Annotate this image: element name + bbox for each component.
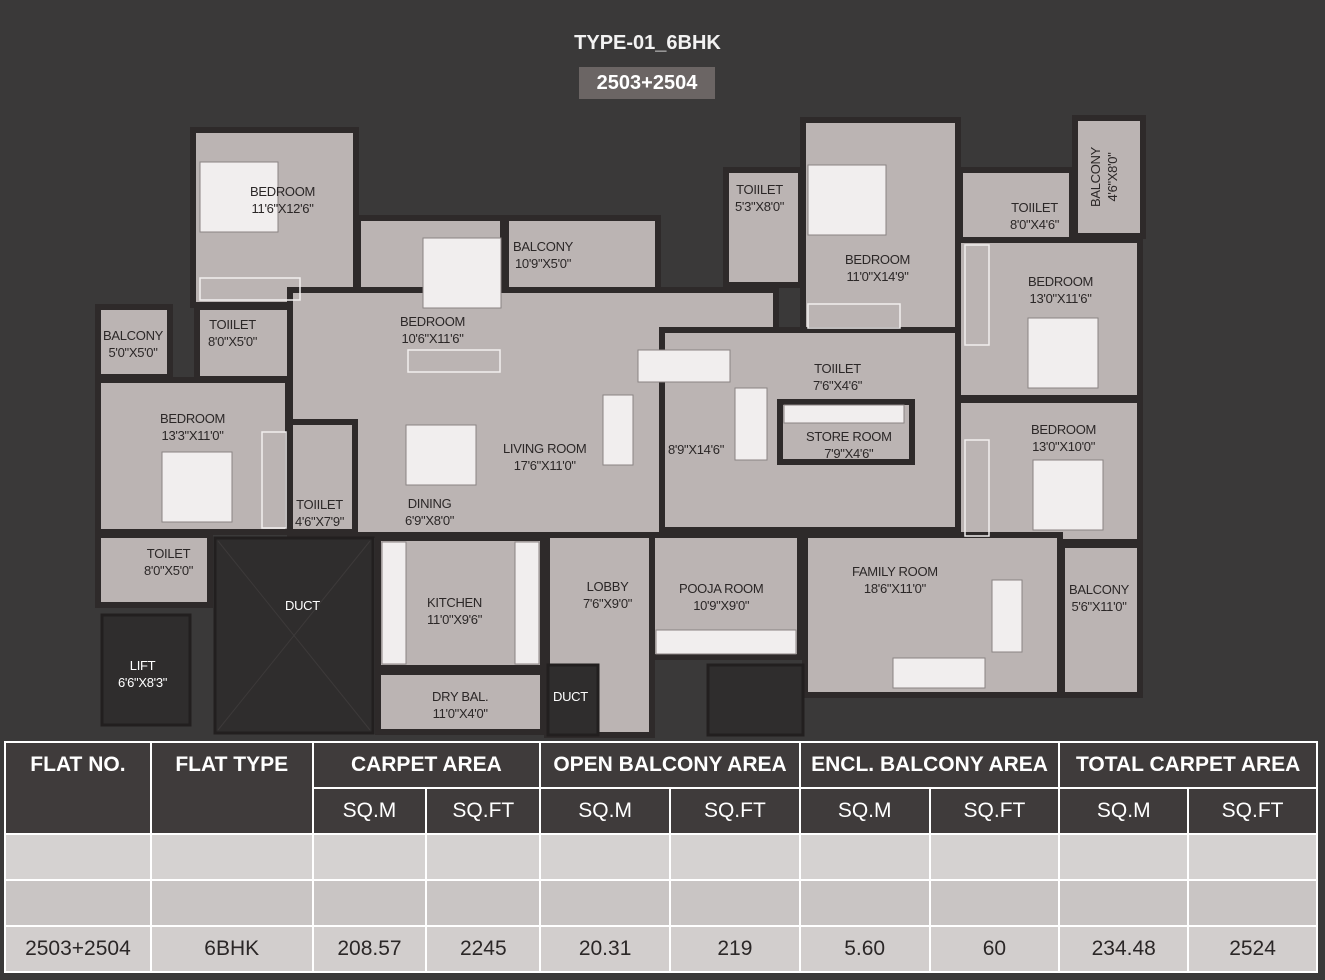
balcony-b-floor <box>1072 115 1146 239</box>
toilet-f-floor <box>95 532 213 608</box>
header-carpet-sqft: SQ.FT <box>425 787 542 835</box>
sofa-c <box>734 387 768 461</box>
balcony-a-floor <box>503 215 661 293</box>
header-flat-type: FLAT TYPE <box>149 741 314 835</box>
wardrobe-c <box>807 303 901 329</box>
bed-f <box>1032 459 1104 531</box>
wardrobe-b <box>407 349 501 373</box>
header-carpet-area: CARPET AREA <box>311 741 542 789</box>
sofa-b <box>892 657 986 689</box>
wardrobe-e <box>261 431 287 529</box>
cell-open-sqm: 20.31 <box>539 925 671 973</box>
room-lounge: 8'9"X14'6" <box>668 442 725 457</box>
floor-plan <box>95 115 1146 738</box>
dry-balcony-floor <box>375 669 546 735</box>
header-carpet-sqm: SQ.M <box>311 787 428 835</box>
lift-shaft <box>100 613 192 727</box>
unit-number-badge: 2503+2504 <box>579 67 715 99</box>
kitchen-counter <box>381 541 407 665</box>
cell-carpet-sqm: 208.57 <box>311 925 428 973</box>
area-table: FLAT NO. FLAT TYPE CARPET AREA OPEN BALC… <box>4 741 1318 980</box>
header-encl-balcony-area: ENCL. BALCONY AREA <box>798 741 1061 789</box>
room-dry-balcony: DRY BAL.11'0"X4'0" <box>432 689 489 721</box>
duct-cross-lines <box>217 540 371 731</box>
wardrobe-a <box>199 277 301 301</box>
sofa-d <box>602 394 634 466</box>
table-row: 2503+2504 6BHK 208.57 2245 20.31 219 5.6… <box>4 925 1318 973</box>
cell-total-sqm: 234.48 <box>1058 925 1190 973</box>
store-shelf <box>783 404 905 424</box>
cell-encl-sqm: 5.60 <box>798 925 931 973</box>
cell-encl-sqft: 60 <box>928 925 1061 973</box>
sofa-a <box>637 349 731 383</box>
header-total-sqm: SQ.M <box>1058 787 1190 835</box>
cell-total-sqft: 2524 <box>1187 925 1318 973</box>
stair-block <box>706 663 805 737</box>
wardrobe-f <box>964 439 990 537</box>
header-open-balcony-area: OPEN BALCONY AREA <box>539 741 801 789</box>
header-total-sqft: SQ.FT <box>1187 787 1318 835</box>
header-open-sqm: SQ.M <box>539 787 671 835</box>
cell-carpet-sqft: 2245 <box>425 925 542 973</box>
header-encl-sqft: SQ.FT <box>928 787 1061 835</box>
wardrobes <box>199 244 990 537</box>
cell-flat-type: 6BHK <box>149 925 314 973</box>
room-duct-2: DUCT <box>553 689 588 704</box>
kitchen-counter-2 <box>514 541 540 665</box>
pooja-counter <box>655 629 797 655</box>
table-row-blank <box>4 833 1318 881</box>
small-duct-shaft <box>546 663 600 737</box>
cell-flat-no: 2503+2504 <box>4 925 152 973</box>
bed-e <box>161 451 233 523</box>
room-duct-1: DUCT <box>285 598 320 613</box>
header-open-sqft: SQ.FT <box>669 787 801 835</box>
toilet-e-floor <box>287 419 358 535</box>
table-row-blank <box>4 879 1318 927</box>
bed-b <box>422 237 502 309</box>
balcony-d-floor <box>1059 542 1143 698</box>
header-total-carpet-area: TOTAL CARPET AREA <box>1058 741 1318 789</box>
plan-title: TYPE-01_6BHK <box>574 32 721 54</box>
furniture <box>161 161 1104 689</box>
header-encl-sqm: SQ.M <box>798 787 931 835</box>
cell-open-sqft: 219 <box>669 925 801 973</box>
wardrobe-d <box>964 244 990 346</box>
bed-a <box>199 161 279 233</box>
sofa-e <box>991 579 1023 653</box>
bed-c <box>807 164 887 236</box>
dining-table <box>405 424 477 486</box>
header-flat-no: FLAT NO. <box>4 741 152 835</box>
bed-d <box>1027 317 1099 389</box>
